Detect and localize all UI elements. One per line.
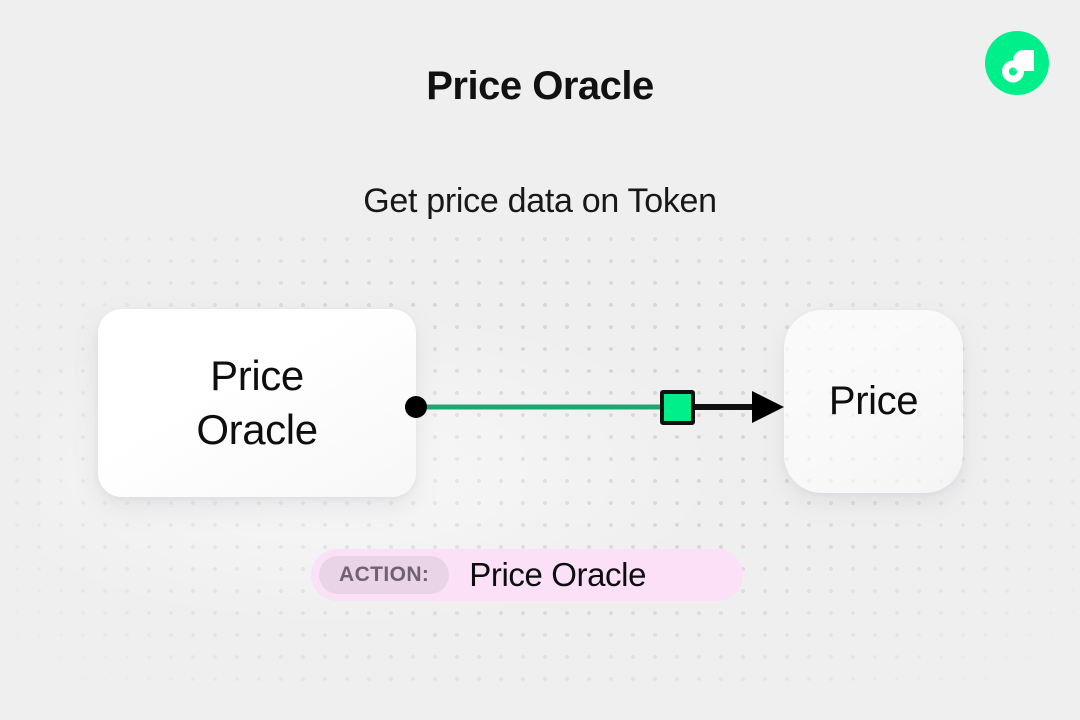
page-title: Price Oracle xyxy=(426,64,654,108)
edge-mid-square-node[interactable] xyxy=(660,390,695,425)
edge-arrow-head xyxy=(752,391,784,423)
action-key-label: ACTION: xyxy=(319,556,450,594)
price-oracle-node-label-line2: Oracle xyxy=(196,406,318,453)
price-node-label: Price xyxy=(828,379,919,423)
price-oracle-node[interactable]: Price Oracle xyxy=(98,309,416,497)
price-oracle-node-label: Price Oracle xyxy=(196,349,318,457)
action-value-label: Price Oracle xyxy=(469,556,647,593)
flow-logo-icon xyxy=(985,31,1049,95)
price-oracle-node-label-line1: Price xyxy=(210,352,304,400)
price-node[interactable]: Price xyxy=(784,310,963,493)
page-subtitle: Get price data on Token xyxy=(363,182,717,220)
action-badge[interactable]: ACTION: Price Oracle xyxy=(311,549,743,601)
